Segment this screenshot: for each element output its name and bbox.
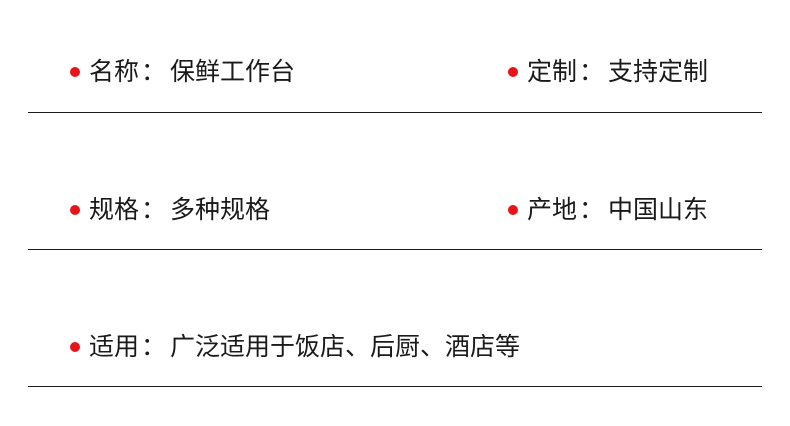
bullet-dot-icon [508, 67, 518, 77]
spec-label: 名称 [89, 57, 140, 86]
spec-label: 适用 [89, 332, 140, 361]
spec-label: 产地 [527, 195, 578, 224]
row-divider [28, 249, 762, 250]
spec-item-customization: 定制：支持定制 [508, 52, 708, 92]
bullet-dot-icon [70, 67, 80, 77]
spec-separator: ： [579, 195, 605, 224]
spec-row-2: 规格：多种规格 产地：中国山东 [28, 190, 762, 230]
spec-value: 多种规格 [170, 195, 271, 224]
spec-value: 中国山东 [608, 195, 709, 224]
bullet-dot-icon [508, 205, 518, 215]
spec-value: 广泛适用于饭店、后厨、酒店等 [170, 332, 521, 361]
spec-value: 保鲜工作台 [170, 57, 296, 86]
spec-separator: ： [579, 57, 605, 86]
bullet-dot-icon [70, 205, 80, 215]
spec-value: 支持定制 [608, 57, 709, 86]
spec-separator: ： [141, 332, 167, 361]
spec-label: 规格 [89, 195, 140, 224]
row-divider [28, 112, 762, 113]
bullet-dot-icon [70, 342, 80, 352]
spec-row-1: 名称：保鲜工作台 定制：支持定制 [28, 52, 762, 92]
spec-item-application: 适用：广泛适用于饭店、后厨、酒店等 [70, 327, 520, 367]
spec-item-specification: 规格：多种规格 [70, 190, 270, 230]
spec-item-origin: 产地：中国山东 [508, 190, 708, 230]
spec-label: 定制 [527, 57, 578, 86]
spec-separator: ： [141, 195, 167, 224]
spec-separator: ： [141, 57, 167, 86]
spec-row-3: 适用：广泛适用于饭店、后厨、酒店等 [28, 327, 762, 367]
spec-item-name: 名称：保鲜工作台 [70, 52, 295, 92]
row-divider [28, 386, 762, 387]
